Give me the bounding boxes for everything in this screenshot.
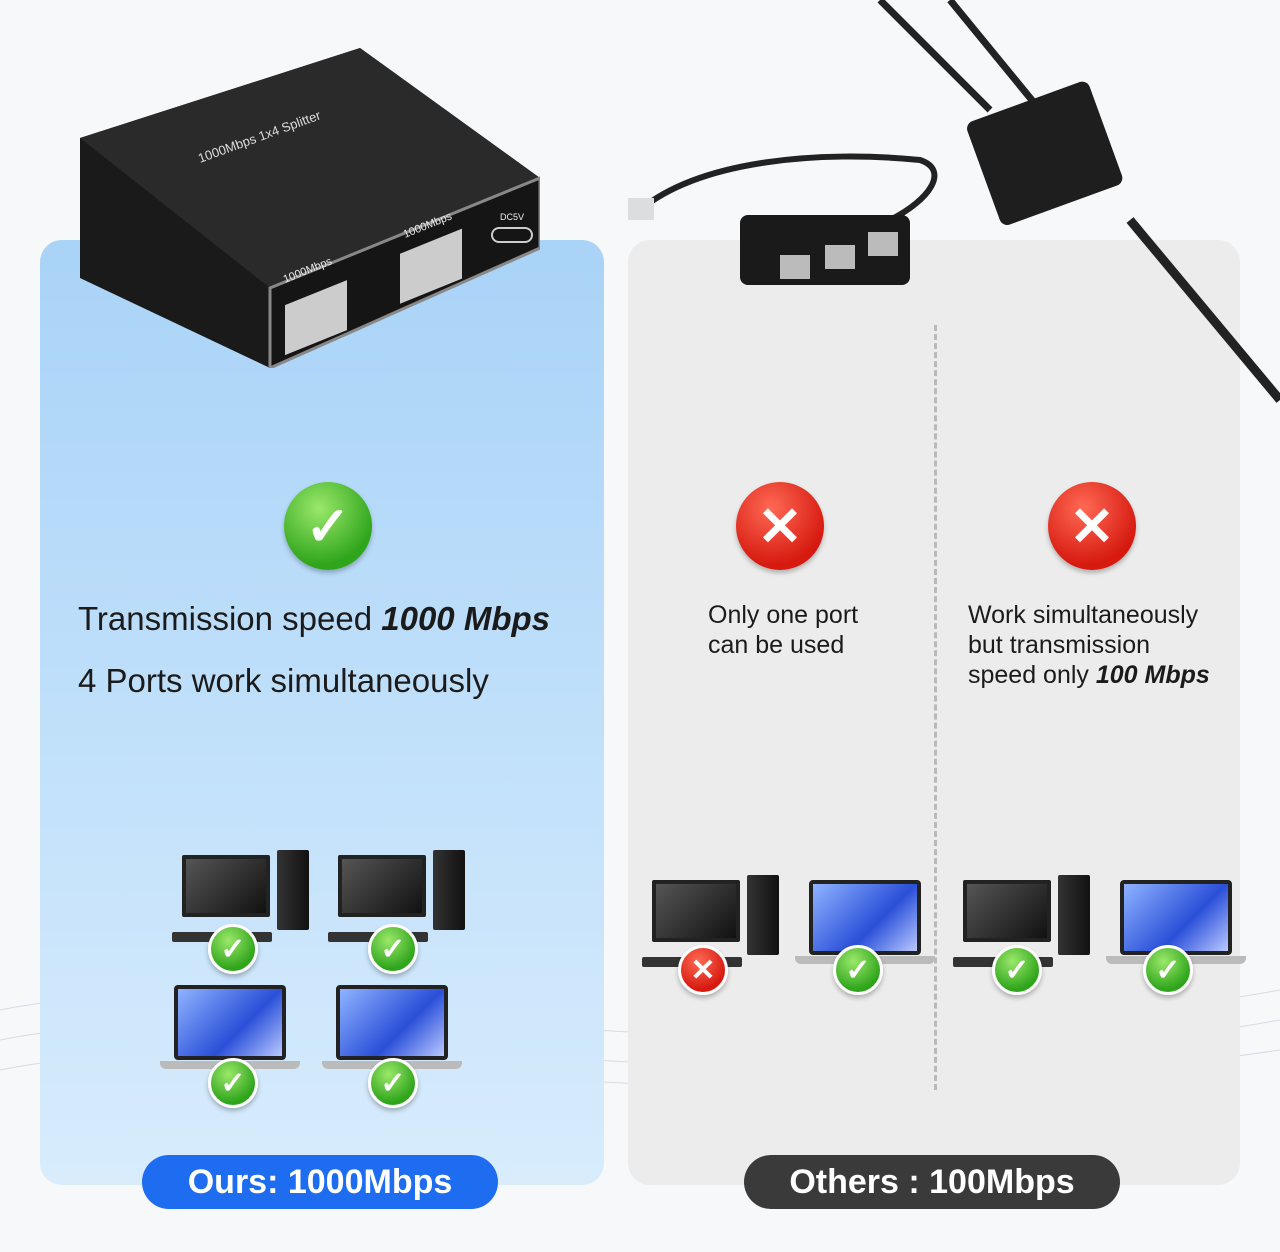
check-icon: ✓ [992, 945, 1042, 995]
speed-value: 1000 Mbps [381, 600, 550, 637]
power-label: DC5V [500, 212, 524, 222]
ours-speed-text: Transmission speed 1000 Mbps [78, 600, 550, 638]
text-line: Only one port [708, 601, 859, 629]
check-icon: ✓ [284, 482, 372, 570]
check-icon: ✓ [368, 924, 418, 974]
text-line: Work simultaneously [968, 601, 1199, 629]
x-icon: ✕ [678, 945, 728, 995]
check-icon: ✓ [1143, 945, 1193, 995]
dashed-divider [934, 325, 937, 1090]
others-col2-text: Work simultaneously but transmission spe… [968, 600, 1210, 690]
x-icon: ✕ [736, 482, 824, 570]
speed-prefix: Transmission speed [78, 600, 382, 637]
text-line: but transmission [968, 631, 1151, 659]
text-line: can be used [708, 631, 845, 659]
y-splitter-image [877, 0, 1280, 403]
speed-value: 100 Mbps [1095, 661, 1210, 689]
ours-badge: Ours: 1000Mbps [142, 1155, 498, 1209]
check-icon: ✓ [833, 945, 883, 995]
ours-panel [40, 240, 604, 1185]
check-icon: ✓ [208, 1058, 258, 1108]
check-icon: ✓ [208, 924, 258, 974]
ours-ports-text: 4 Ports work simultaneously [78, 662, 489, 699]
splitter-device-image: 1000Mbps 1x4 Splitter 1000Mbps 1000Mbps … [80, 48, 540, 368]
cheap-splitter-image [628, 153, 938, 285]
x-icon: ✕ [1048, 482, 1136, 570]
others-badge: Others : 100Mbps [744, 1155, 1120, 1209]
speed-prefix: speed only [968, 661, 1096, 689]
others-col1-text: Only one port can be used [708, 600, 858, 660]
check-icon: ✓ [368, 1058, 418, 1108]
text-line: speed only 100 Mbps [968, 660, 1210, 690]
